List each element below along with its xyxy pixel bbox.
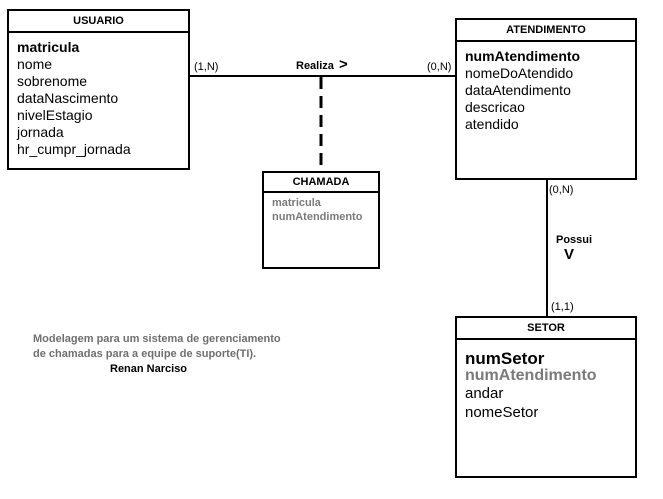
- attribute: andar: [465, 385, 504, 402]
- entity-title: SETOR: [457, 318, 635, 340]
- entity-setor[interactable]: SETOR numSetor numAtendimento andar nome…: [455, 316, 637, 478]
- foreign-key: numAtendimento: [272, 211, 363, 223]
- primary-key: numSetor: [465, 349, 545, 368]
- note-line: de chamadas para a equipe de suporte(TI)…: [33, 348, 257, 360]
- entity-atendimento[interactable]: ATENDIMENTO numAtendimento nomeDoAtendid…: [455, 18, 637, 180]
- relationship-label-realiza: Realiza: [296, 60, 334, 72]
- cardinality-setor-possui: (1,1): [551, 301, 574, 313]
- attribute: dataAtendimento: [465, 82, 571, 98]
- cardinality-atendimento-possui: (0,N): [549, 184, 574, 196]
- note-line: Modelagem para um sistema de gerenciamen…: [33, 333, 281, 345]
- attribute: dataNascimento: [17, 90, 119, 106]
- entity-usuario[interactable]: USUARIO matricula nome sobrenome dataNas…: [7, 9, 190, 170]
- entity-attributes: numAtendimento nomeDoAtendido dataAtendi…: [457, 42, 635, 137]
- primary-key: matricula: [17, 39, 80, 55]
- attribute: jornada: [17, 124, 64, 140]
- description-note: Modelagem para um sistema de gerenciamen…: [33, 332, 281, 362]
- attribute: hr_cumpr_jornada: [17, 141, 131, 157]
- attribute: atendido: [465, 116, 519, 132]
- attribute: nome: [17, 56, 53, 72]
- entity-attributes: numSetor numAtendimento andar nomeSetor: [457, 340, 635, 426]
- attribute: nomeDoAtendido: [465, 65, 574, 81]
- foreign-key: matricula: [272, 197, 321, 209]
- cardinality-atendimento-realiza: (0,N): [427, 61, 452, 73]
- entity-chamada[interactable]: CHAMADA matricula numAtendimento: [262, 171, 380, 269]
- cardinality-usuario-realiza: (1,N): [194, 61, 219, 73]
- primary-key: numAtendimento: [465, 48, 581, 64]
- relationship-direction-arrow: >: [339, 56, 348, 73]
- entity-title: CHAMADA: [264, 173, 378, 193]
- entity-attributes: matricula nome sobrenome dataNascimento …: [9, 33, 188, 162]
- attribute: nomeSetor: [465, 404, 539, 421]
- author-name: Renan Narciso: [110, 363, 188, 375]
- foreign-key: numAtendimento: [465, 367, 597, 384]
- entity-title: USUARIO: [9, 11, 188, 33]
- entity-title: ATENDIMENTO: [457, 20, 635, 42]
- attribute: sobrenome: [17, 73, 88, 89]
- relationship-direction-arrow: V: [564, 246, 575, 263]
- attribute: descricao: [465, 99, 525, 115]
- entity-attributes: matricula numAtendimento: [264, 193, 378, 228]
- attribute: nivelEstagio: [17, 107, 93, 123]
- relationship-label-possui: Possui: [556, 234, 593, 246]
